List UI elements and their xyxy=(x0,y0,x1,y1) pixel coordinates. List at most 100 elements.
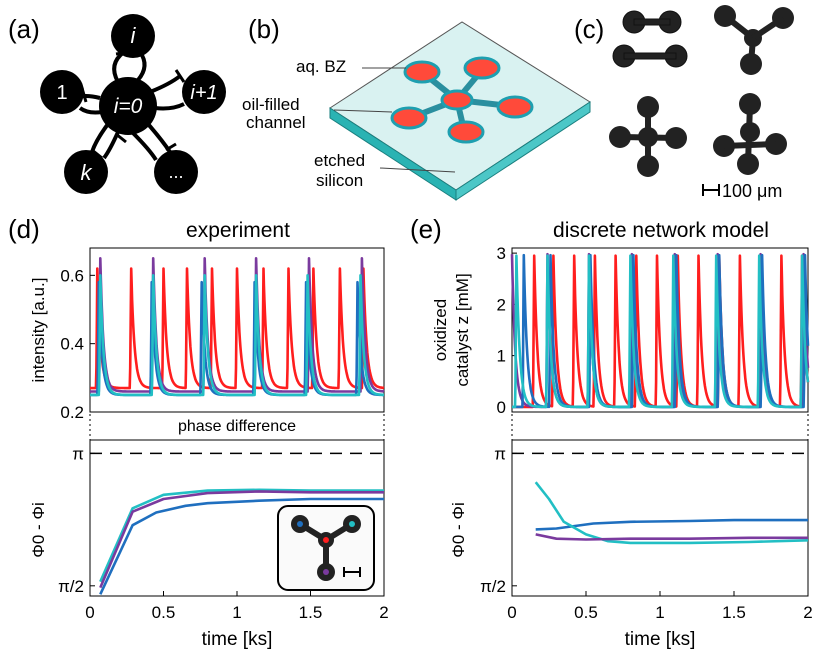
micrograph-dimers xyxy=(612,10,688,68)
e-bottom-ylabel: Φ0 - Φi xyxy=(449,502,468,557)
e-top-plot: 0 1 2 3 xyxy=(497,244,810,417)
y-tick-label: π/2 xyxy=(480,577,506,596)
bz-drop xyxy=(463,56,501,80)
y-tick-label: 0.2 xyxy=(60,403,84,422)
e-xlabel: time [ks] xyxy=(625,629,696,650)
e-bottom-frame xyxy=(511,439,809,597)
center-node xyxy=(99,77,157,135)
center-node-label: i=0 xyxy=(114,95,143,118)
panel-c: (c) 100 μm xyxy=(574,5,794,201)
link-arc xyxy=(78,106,103,115)
micrograph-trimer xyxy=(714,5,794,75)
x-tick-label: 2 xyxy=(379,603,388,622)
scale-bar-label: 100 μm xyxy=(722,181,782,201)
node-1-label: 1 xyxy=(56,82,67,104)
y-tick-label: 3 xyxy=(497,244,506,263)
chip-side xyxy=(455,101,591,201)
y-tick-label: 0.4 xyxy=(60,335,84,354)
y-tick-label: 2 xyxy=(497,295,506,314)
node-i-plus-1-label: i+1 xyxy=(190,82,217,104)
node-k xyxy=(64,150,108,194)
series-line-red xyxy=(89,267,385,390)
node-i-label: i xyxy=(131,23,137,48)
series-line-cyan xyxy=(89,274,385,397)
panel-e-label: (e) xyxy=(410,214,442,244)
bz-drops xyxy=(390,56,534,144)
y-tick-label: 1 xyxy=(497,347,506,366)
x-tick-label: 1.5 xyxy=(722,603,746,622)
x-tick-label: 0 xyxy=(507,603,516,622)
x-tick-label: 0.5 xyxy=(152,603,176,622)
panel-c-label: (c) xyxy=(574,14,604,44)
x-tick-label: 1 xyxy=(655,603,664,622)
node-1 xyxy=(40,70,84,114)
annotation-leaders xyxy=(333,67,456,173)
link-arc xyxy=(112,50,126,83)
inset-dot-red xyxy=(323,537,329,543)
label-oil-filled: oil-filled xyxy=(242,95,300,114)
panel-e: (e) discrete network model 0 1 2 3 oxidized… xyxy=(410,214,813,650)
y-tick-label: π xyxy=(72,444,84,463)
panel-e-title: discrete network model xyxy=(553,219,769,242)
node-k-label: k xyxy=(81,160,93,185)
label-silicon: silicon xyxy=(316,171,363,190)
bz-drop xyxy=(390,106,428,130)
d-xlabel: time [ks] xyxy=(202,629,273,650)
x-tick-label: 2 xyxy=(803,603,812,622)
bz-drop xyxy=(403,60,441,84)
node-i xyxy=(111,14,155,58)
e-top-ylabel-line2: catalyst z [mM] xyxy=(453,273,472,386)
panel-d: (d) experiment 0.2 0.4 0.6 intensity [a.u.… xyxy=(8,214,389,650)
label-aq-bz: aq. BZ xyxy=(296,57,346,76)
micrograph-cross-2 xyxy=(713,93,787,175)
x-tick-label: 0 xyxy=(85,603,94,622)
y-tick-label: 0.6 xyxy=(60,266,84,285)
micrograph-cross-1 xyxy=(609,96,687,177)
d-top-frame xyxy=(89,247,385,413)
series-line-cyan xyxy=(534,481,809,545)
link-arc xyxy=(102,131,120,160)
link-arc xyxy=(146,122,172,154)
bz-drop xyxy=(496,95,534,119)
link-arc xyxy=(130,130,158,162)
network-links xyxy=(75,50,185,162)
panel-a-label: (a) xyxy=(8,14,40,44)
node-ellipsis xyxy=(154,150,198,194)
inset-dot-cyan xyxy=(349,521,355,527)
panel-d-title: experiment xyxy=(186,219,290,242)
panel-a: (a) i=0 i i+1 ... k xyxy=(8,14,226,194)
node-ellipsis-label: ... xyxy=(168,162,183,182)
e-top-ylabel-line1: oxidized xyxy=(431,299,450,361)
d-top-plot: 0.2 0.4 0.6 xyxy=(60,257,385,422)
inset-dot-purple xyxy=(323,569,329,575)
series-line-purple xyxy=(535,533,808,541)
label-channel: channel xyxy=(246,113,306,132)
panel-d-label: (d) xyxy=(8,214,40,244)
scale-bar xyxy=(702,184,720,196)
node-i-plus-1 xyxy=(182,70,226,114)
d-inset-micrograph xyxy=(277,505,375,591)
series-line-blue xyxy=(535,518,808,531)
bz-drop-center xyxy=(440,89,474,111)
label-etched: etched xyxy=(314,151,365,170)
bz-drop xyxy=(447,120,485,144)
inset-dot-blue xyxy=(297,521,303,527)
panel-b: (b) aq. BZ oil-filled channel etched xyxy=(242,14,591,201)
series-line-cyan xyxy=(99,488,384,583)
d-bottom-ylabel: Φ0 - Φi xyxy=(29,502,48,557)
link-arc xyxy=(90,122,110,153)
d-bottom-plot: π/2 π 0 0.5 1 1.5 2 xyxy=(58,444,389,622)
y-tick-label: π/2 xyxy=(58,577,84,596)
series-line-blue xyxy=(99,497,384,595)
x-tick-label: 0.5 xyxy=(574,603,598,622)
panel-b-label: (b) xyxy=(248,14,280,44)
y-tick-label: 0 xyxy=(497,398,506,417)
x-tick-label: 1.5 xyxy=(299,603,323,622)
d-divider-label: phase difference xyxy=(178,418,296,435)
series-line-cyan xyxy=(511,254,810,409)
inset-scale-bar xyxy=(343,567,361,577)
x-tick-label: 1 xyxy=(232,603,241,622)
d-top-ylabel: intensity [a.u.] xyxy=(29,278,48,383)
